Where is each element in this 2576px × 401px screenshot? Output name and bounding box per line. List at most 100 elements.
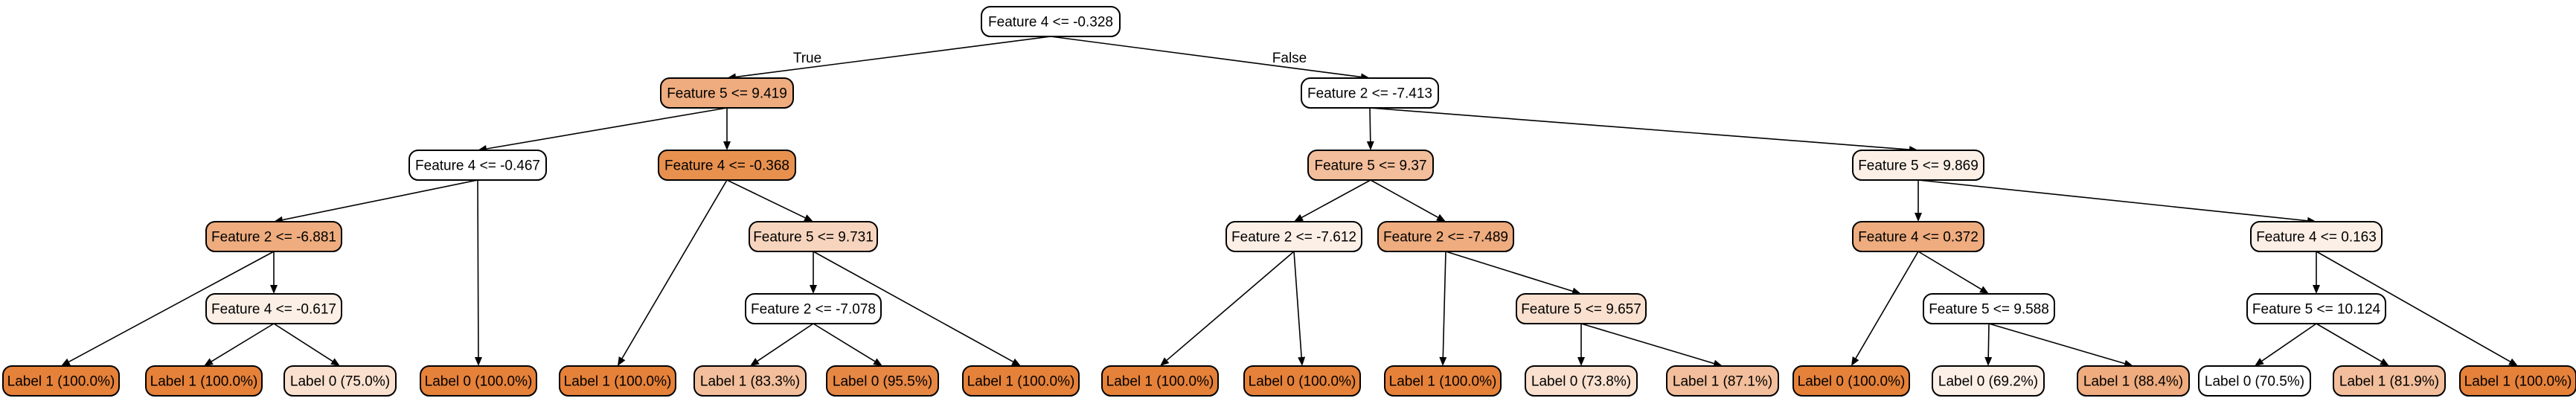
arrowhead-n5-n6 xyxy=(204,358,214,366)
node-label: Feature 4 <= -0.368 xyxy=(664,158,789,174)
edge-n0-n16 xyxy=(1050,36,1362,78)
node-label: Feature 5 <= 9.37 xyxy=(1314,158,1426,174)
node-label: Label 0 (75.0%) xyxy=(290,374,390,390)
leaf-node-n4: Label 1 (100.0%) xyxy=(2,365,120,397)
arrowhead-n23-n24 xyxy=(1577,357,1585,366)
edge-label-true: True xyxy=(793,51,821,66)
node-box xyxy=(749,221,878,252)
edge-n5-n6 xyxy=(211,323,275,362)
edge-n32-n36 xyxy=(2316,251,2511,362)
edge-n11-n15 xyxy=(813,251,1013,362)
node-label: Feature 5 <= 9.657 xyxy=(1521,302,1641,318)
arrowhead-n12-n13 xyxy=(750,358,760,366)
arrowhead-n32-n36 xyxy=(2508,358,2518,366)
split-node-n1: Feature 5 <= 9.419 xyxy=(660,77,794,109)
node-box xyxy=(2077,365,2190,397)
edges-layer xyxy=(61,36,2518,368)
node-box xyxy=(1525,365,1638,397)
node-box xyxy=(2246,293,2386,324)
node-label: Feature 2 <= -7.413 xyxy=(1307,86,1432,102)
edge-n26-n32 xyxy=(1917,179,2308,222)
node-label: Label 1 (87.1%) xyxy=(1673,374,1772,390)
edge-n29-n31 xyxy=(1988,323,2125,365)
node-box xyxy=(1932,365,2045,397)
arrowhead-n29-n30 xyxy=(1984,356,1993,366)
arrowhead-n12-n14 xyxy=(873,358,882,366)
node-label: Feature 5 <= 9.869 xyxy=(1858,158,1979,174)
arrowhead-n17-n21 xyxy=(1436,214,1446,222)
split-node-n11: Feature 5 <= 9.731 xyxy=(749,221,878,252)
node-label: Label 1 (100.0%) xyxy=(7,374,115,390)
arrowhead-n33-n34 xyxy=(2255,358,2264,366)
edge-n0-n1 xyxy=(735,36,1051,78)
node-label: Label 1 (100.0%) xyxy=(1389,374,1497,390)
node-box xyxy=(1301,77,1439,109)
arrowhead-n16-n17 xyxy=(1366,141,1374,150)
split-node-n27: Feature 4 <= 0.372 xyxy=(1852,221,1984,252)
node-label: Feature 2 <= -7.612 xyxy=(1231,230,1356,246)
node-label: Label 0 (73.8%) xyxy=(1531,374,1631,390)
arrowhead-n17-n18 xyxy=(1294,214,1304,222)
edge-label-false: False xyxy=(1272,51,1307,66)
split-node-n3: Feature 2 <= -6.881 xyxy=(205,221,342,252)
node-box xyxy=(205,293,342,324)
leaf-node-n28: Label 0 (100.0%) xyxy=(1792,365,1910,397)
split-node-n21: Feature 2 <= -7.489 xyxy=(1377,221,1514,252)
node-label: Feature 5 <= 9.419 xyxy=(667,86,787,102)
node-box xyxy=(1923,293,2055,324)
node-box xyxy=(1852,221,1984,252)
node-label: Feature 2 <= -6.881 xyxy=(211,230,336,246)
node-label: Label 0 (100.0%) xyxy=(425,374,533,390)
leaf-node-n25: Label 1 (87.1%) xyxy=(1666,365,1779,397)
node-box xyxy=(2,365,120,397)
arrowhead-n11-n15 xyxy=(1011,358,1021,366)
split-node-n2: Feature 4 <= -0.467 xyxy=(408,150,547,181)
arrowhead-n27-n29 xyxy=(1979,286,1989,294)
node-box xyxy=(1243,365,1361,397)
node-label: Label 1 (81.9%) xyxy=(2339,374,2439,390)
leaf-node-n19: Label 1 (100.0%) xyxy=(1101,365,1219,397)
leaf-node-n30: Label 0 (69.2%) xyxy=(1932,365,2045,397)
leaf-node-n15: Label 1 (100.0%) xyxy=(962,365,1080,397)
edge-n27-n28 xyxy=(1855,251,1919,359)
edge-n2-n3 xyxy=(282,179,478,221)
node-label: Feature 5 <= 10.124 xyxy=(2252,302,2381,318)
node-label: Feature 5 <= 9.731 xyxy=(753,230,874,246)
node-label: Label 0 (95.5%) xyxy=(833,374,932,390)
edge-n12-n14 xyxy=(813,323,876,362)
leaf-node-n35: Label 1 (81.9%) xyxy=(2333,365,2446,397)
node-label: Label 0 (69.2%) xyxy=(1938,374,2038,390)
node-box xyxy=(660,77,794,109)
node-label: Label 1 (100.0%) xyxy=(967,374,1075,390)
split-node-n26: Feature 5 <= 9.869 xyxy=(1852,150,1984,181)
node-label: Feature 4 <= -0.467 xyxy=(415,158,540,174)
node-label: Feature 4 <= -0.617 xyxy=(211,302,336,318)
arrowhead-n9-n11 xyxy=(804,214,813,222)
node-box xyxy=(1516,293,1647,324)
node-label: Label 0 (70.5%) xyxy=(2205,374,2304,390)
arrowhead-n21-n22 xyxy=(1439,356,1447,366)
leaf-node-n31: Label 1 (88.4%) xyxy=(2077,365,2190,397)
node-box xyxy=(420,365,537,397)
arrowhead-n18-n19 xyxy=(1160,357,1170,366)
node-label: Feature 4 <= 0.163 xyxy=(2256,230,2377,246)
split-node-n5: Feature 4 <= -0.617 xyxy=(205,293,342,324)
node-label: Label 1 (83.3%) xyxy=(700,374,800,390)
arrowhead-n3-n5 xyxy=(270,285,278,294)
split-node-n16: Feature 2 <= -7.413 xyxy=(1301,77,1439,109)
node-box xyxy=(1666,365,1779,397)
edge-n21-n22 xyxy=(1442,251,1446,358)
edge-n16-n26 xyxy=(1369,107,1910,150)
leaf-node-n6: Label 1 (100.0%) xyxy=(145,365,263,397)
leaf-node-n36: Label 1 (100.0%) xyxy=(2459,365,2576,397)
leaf-node-n10: Label 1 (100.0%) xyxy=(559,365,676,397)
node-box xyxy=(745,293,882,324)
split-node-n12: Feature 2 <= -7.078 xyxy=(745,293,882,324)
arrowhead-n5-n7 xyxy=(330,358,340,366)
node-box xyxy=(283,365,397,397)
edge-n17-n18 xyxy=(1301,179,1371,218)
node-box xyxy=(981,6,1121,37)
edge-n16-n17 xyxy=(1369,107,1371,142)
node-label: Feature 5 <= 9.588 xyxy=(1929,302,2049,318)
